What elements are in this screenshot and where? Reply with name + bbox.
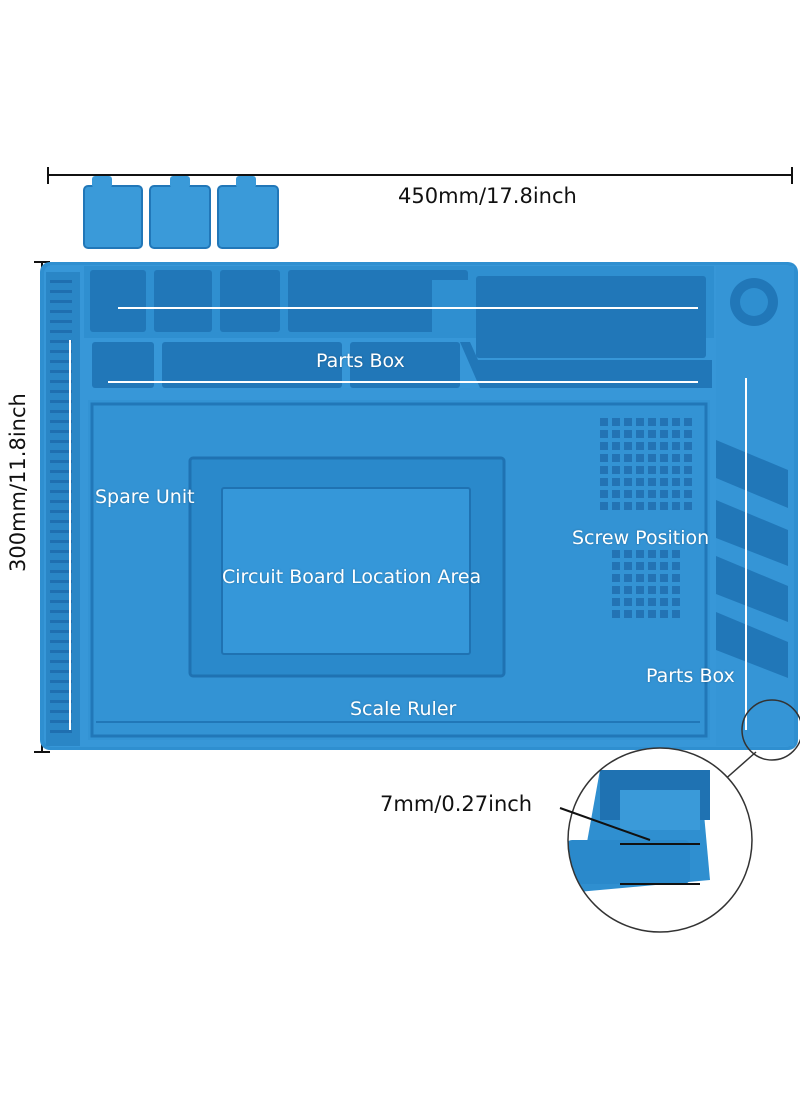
width-dimension-line — [47, 167, 793, 184]
parts-box-right-label: Parts Box — [646, 665, 735, 687]
removable-parts-boxes — [83, 176, 279, 249]
left-ruler-strip — [46, 272, 80, 746]
thickness-label: 7mm/0.27inch — [380, 792, 533, 816]
second-compartments — [92, 342, 712, 388]
screw-position-grid — [600, 418, 692, 618]
width-label: 450mm/17.8inch — [398, 184, 577, 208]
height-label: 300mm/11.8inch — [6, 393, 30, 572]
circuit-board-area-label: Circuit Board Location Area — [222, 566, 482, 588]
circuit-board-inner — [221, 487, 471, 655]
scale-ruler-label: Scale Ruler — [350, 698, 457, 720]
thickness-zoom-callout — [559, 699, 800, 933]
spare-unit-label: Spare Unit — [95, 486, 195, 508]
right-parts-column — [716, 266, 794, 746]
silicone-mat — [40, 262, 798, 750]
parts-box-top-label: Parts Box — [316, 350, 405, 372]
ruler-ticks — [50, 280, 72, 733]
top-compartments — [84, 266, 714, 358]
screw-position-label: Screw Position — [572, 527, 710, 549]
